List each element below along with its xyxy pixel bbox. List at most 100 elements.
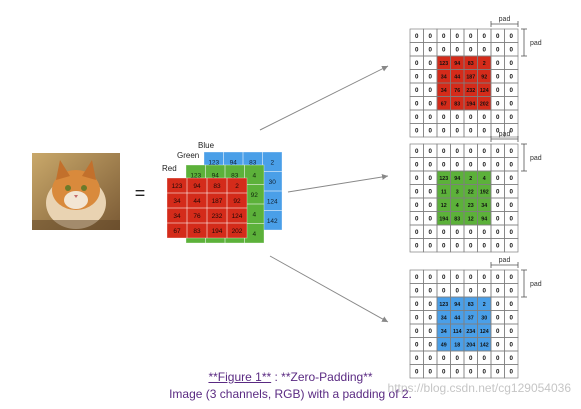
padded-cell-value: 0: [456, 162, 460, 169]
padded-cell-value: 0: [429, 315, 433, 322]
padded-cell-value: 0: [429, 74, 433, 81]
padded-cell-value: 0: [510, 355, 514, 362]
padded-cell-value: 0: [469, 288, 473, 295]
padded-cell-value: 0: [415, 74, 419, 81]
padded-cell-value: 0: [483, 355, 487, 362]
padded-cell-value: 0: [456, 274, 460, 281]
padded-cell-value: 0: [483, 229, 487, 236]
padded-cell-value: 0: [510, 369, 514, 376]
padded-cell-value: 0: [510, 175, 514, 182]
padded-cell-value: 34: [441, 88, 447, 94]
padded-cell-value: 0: [496, 33, 500, 40]
figure-label: **Figure 1**: [208, 370, 272, 384]
padded-cell-value: 0: [510, 148, 514, 155]
padded-cell-value: 83: [454, 217, 460, 223]
padded-cell-value: 0: [496, 128, 500, 135]
padded-cell-value: 0: [496, 202, 500, 209]
padded-cell-value: 0: [415, 87, 419, 94]
red-channel-layer-value: 44: [193, 198, 201, 205]
padded-cell-value: 0: [429, 229, 433, 236]
padded-cell-value: 4: [456, 203, 459, 209]
padded-cell-value: 0: [429, 101, 433, 108]
padded-cell-value: 0: [456, 229, 460, 236]
padded-cell-value: 0: [429, 148, 433, 155]
padded-cell-value: 0: [429, 60, 433, 67]
figure-caption: **Figure 1** : **Zero-Padding**: [0, 370, 581, 384]
padded-cell-value: 0: [496, 243, 500, 250]
padded-cell-value: 0: [469, 148, 473, 155]
green-channel-layer-value: 4: [252, 172, 256, 179]
figure-title: : **Zero-Padding**: [271, 370, 373, 384]
padded-cell-value: 0: [442, 369, 446, 376]
padded-cell-value: 0: [510, 315, 514, 322]
padded-cell-value: 0: [442, 114, 446, 121]
padded-cell-value: 0: [442, 162, 446, 169]
padded-cell-value: 83: [468, 61, 474, 67]
padded-cell-value: 0: [483, 274, 487, 281]
padded-cell-value: 44: [454, 316, 460, 322]
padded-cell-value: 0: [415, 47, 419, 54]
padded-cell-value: 0: [415, 315, 419, 322]
padded-cell-value: 0: [469, 162, 473, 169]
padded-cell-value: 0: [496, 162, 500, 169]
padded-cell-value: 0: [496, 87, 500, 94]
padded-cell-value: 0: [429, 189, 433, 196]
padded-cell-value: 123: [439, 176, 448, 182]
padded-cell-value: 0: [469, 369, 473, 376]
padded-cell-value: 0: [496, 74, 500, 81]
padded-cell-value: 0: [442, 229, 446, 236]
padded-cell-value: 0: [415, 342, 419, 349]
padded-cell-value: 0: [429, 328, 433, 335]
padded-cell-value: 0: [429, 342, 433, 349]
padded-cell-value: 0: [469, 47, 473, 54]
padded-cell-value: 0: [415, 33, 419, 40]
blue-channel-label: Blue: [198, 141, 215, 150]
padded-cell-value: 2: [483, 302, 486, 308]
padded-cell-value: 0: [483, 33, 487, 40]
padded-cell-value: 0: [456, 47, 460, 54]
padded-cell-value: 0: [429, 47, 433, 54]
green-channel-layer-value: 4: [252, 231, 256, 238]
padded-cell-value: 0: [496, 189, 500, 196]
blue-channel-layer-value: 2: [270, 159, 274, 166]
padded-cell-value: 0: [483, 243, 487, 250]
padded-cell-value: 0: [429, 288, 433, 295]
red-channel-layer-value: 187: [212, 198, 223, 205]
padded-cell-value: 0: [483, 162, 487, 169]
padded-cell-value: 0: [429, 202, 433, 209]
padded-cell-value: 0: [510, 342, 514, 349]
padded-cell-value: 0: [510, 33, 514, 40]
padded-cell-value: 0: [483, 288, 487, 295]
red-channel-layer-value: 123: [172, 183, 183, 190]
padded-cell-value: 2: [483, 61, 486, 67]
padded-cell: [504, 238, 519, 253]
padded-cell-value: 0: [496, 315, 500, 322]
padded-cell-value: 0: [496, 229, 500, 236]
padded-cell-value: 83: [468, 302, 474, 308]
red-channel-layer-value: 34: [173, 198, 181, 205]
blue-channel-layer-value: 83: [249, 159, 257, 166]
red-channel-layer-cell: [226, 222, 248, 239]
red-channel-layer-value: 34: [173, 213, 181, 220]
green-channel-layer-value: 94: [212, 172, 220, 179]
padded-cell-value: 0: [415, 229, 419, 236]
padded-cell-value: 0: [496, 148, 500, 155]
padded-cell: [504, 123, 519, 138]
padded-cell-value: 2: [469, 176, 472, 182]
padded-cell-value: 0: [496, 175, 500, 182]
padded-cell-value: 0: [456, 114, 460, 121]
padded-cell-value: 0: [496, 47, 500, 54]
padded-cell-value: 0: [429, 355, 433, 362]
padded-cell-value: 37: [468, 316, 474, 322]
padded-cell-value: 18: [454, 343, 460, 349]
padded-cell-value: 0: [469, 114, 473, 121]
padded-cell-value: 0: [415, 101, 419, 108]
padded-cell-value: 142: [480, 343, 489, 349]
padded-cell-value: 0: [415, 274, 419, 281]
padded-cell-value: 44: [454, 75, 460, 81]
padded-cell-value: 0: [469, 274, 473, 281]
padded-cell-value: 123: [439, 302, 448, 308]
padded-cell-value: 0: [510, 87, 514, 94]
